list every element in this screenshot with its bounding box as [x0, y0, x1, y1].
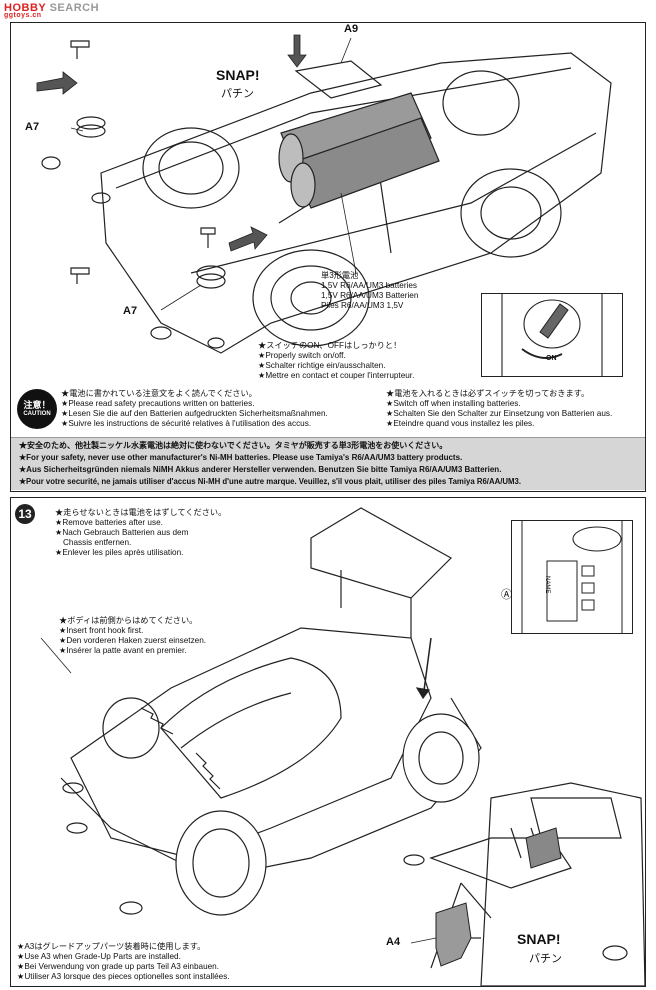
ni-mh-warning-band: ★安全のため、他社製ニッケル水素電池は絶対に使わないでください。タミヤが販売する… [11, 437, 645, 490]
caution-left-fr: ★Suivre les instructions de sécurité rel… [61, 419, 312, 428]
part-label-a4: A4 [386, 936, 401, 948]
chassis-bottom-detail [521, 521, 623, 633]
warning-de: ★Aus Sicherheitsgründen niemals NiMH Akk… [19, 465, 502, 474]
switch-note-en: ★Properly switch on/off. [258, 351, 346, 360]
caution-left-en: ★Please read safety precautions written … [61, 399, 255, 408]
caution-badge-en: CAUTION [23, 411, 51, 417]
hook-note-de: ★Den vorderen Haken zuerst einsetzen. [59, 636, 207, 645]
switch-illustration [501, 294, 603, 376]
caution-left-de: ★Lesen Sie die auf den Batterien aufgedr… [61, 409, 328, 418]
remove-note-en: ★Remove batteries after use. [55, 518, 163, 527]
brand-hobby: HOBBY [4, 2, 47, 14]
hook-note-fr: ★Insérer la patte avant en premier. [59, 646, 187, 655]
name-tag-label: NAME [544, 576, 550, 594]
hook-note-jp: ★ボディは前側からはめてください。 [59, 616, 198, 625]
remove-note-de-2: Chassis entfernen. [63, 538, 132, 547]
snap-label-jp: パチン [221, 88, 254, 100]
site-watermark: HOBBY SEARCH ggtoys.cn [4, 2, 99, 19]
switch-note-fr: ★Mettre en contact et couper l'interrupt… [258, 371, 415, 380]
warning-fr: ★Pour votre securité, ne jamais utiliser… [19, 477, 522, 486]
a3-note-fr: ★Utiliser A3 lorsque des pieces optionel… [17, 972, 230, 981]
battery-note-fr: Piles R6/AA/UM3 1,5V [321, 301, 404, 310]
remove-note-jp: ★走らせないときは電池をはずしてください。 [55, 508, 227, 517]
part-label-a9: A9 [344, 23, 359, 35]
caution-right-jp: ★電池を入れるときは必ずスイッチを切っておきます。 [386, 389, 590, 398]
body-install-illustration [40, 507, 645, 986]
warning-jp: ★安全のため、他社製ニッケル水素電池は絶対に使わないでください。タミヤが販売する… [19, 441, 448, 450]
step-12-panel: A9 A7 A7 SNAP! パチン 単3形電池 1.5V R6/AA/UM3 … [10, 22, 646, 492]
battery-note-jp: 単3形電池 [321, 271, 359, 280]
step-13-panel: 13 ★走らせないときは電池をはずしてください。 ★Remove batteri… [10, 497, 646, 987]
remove-note-fr: ★Enlever les piles après utilisation. [55, 548, 184, 557]
switch-note-de: ★Schalter richtige ein/ausschalten. [258, 361, 386, 370]
caution-left-jp: ★電池に書かれている注意文をよく読んでください。 [61, 389, 257, 398]
switch-note-jp: ★スイッチのON、OFFはしっかりと！ [258, 341, 402, 350]
caution-right-fr: ★Eteindre quand vous installez les piles… [386, 419, 535, 428]
caution-badge: 注意！ CAUTION [17, 389, 57, 429]
a3-note-jp: ★A3はグレードアップパーツ装着時に使用します。 [17, 942, 206, 951]
brand-search: SEARCH [49, 2, 100, 14]
switch-inset: ON [481, 293, 623, 377]
name-tag-inset: NAME [511, 520, 633, 634]
battery-note-en: 1.5V R6/AA/UM3 batteries [321, 281, 418, 290]
snap-label-jp-13: パチン [529, 953, 562, 965]
a3-note-de: ★Bei Verwendung von grade up parts Teil … [17, 962, 220, 971]
battery-note-de: 1,5V R6/AA/UM3 Batterien [321, 291, 419, 300]
site-url: ggtoys.cn [4, 12, 42, 19]
part-label-a7-top: A7 [25, 121, 40, 133]
switch-on-label: ON [546, 355, 557, 362]
caution-right-en: ★Switch off when installing batteries. [386, 399, 521, 408]
caution-right-de: ★Schalten Sie den Schalter zur Einsetzun… [386, 409, 613, 418]
part-label-a7-bottom: A7 [123, 305, 138, 317]
snap-label-en-13: SNAP! [517, 931, 561, 947]
chassis-battery-illustration [36, 34, 612, 354]
warning-en: ★For your safety, never use other manufa… [19, 453, 463, 462]
snap-label-en: SNAP! [216, 67, 260, 83]
hook-note-en: ★Insert front hook first. [59, 626, 144, 635]
inset-label-a: Ⓐ [501, 589, 512, 601]
step-number: 13 [15, 504, 35, 524]
a3-note-en: ★Use A3 when Grade-Up Parts are installe… [17, 952, 181, 961]
remove-note-de: ★Nach Gebrauch Batterien aus dem [55, 528, 189, 537]
caution-badge-jp: 注意！ [23, 400, 51, 410]
